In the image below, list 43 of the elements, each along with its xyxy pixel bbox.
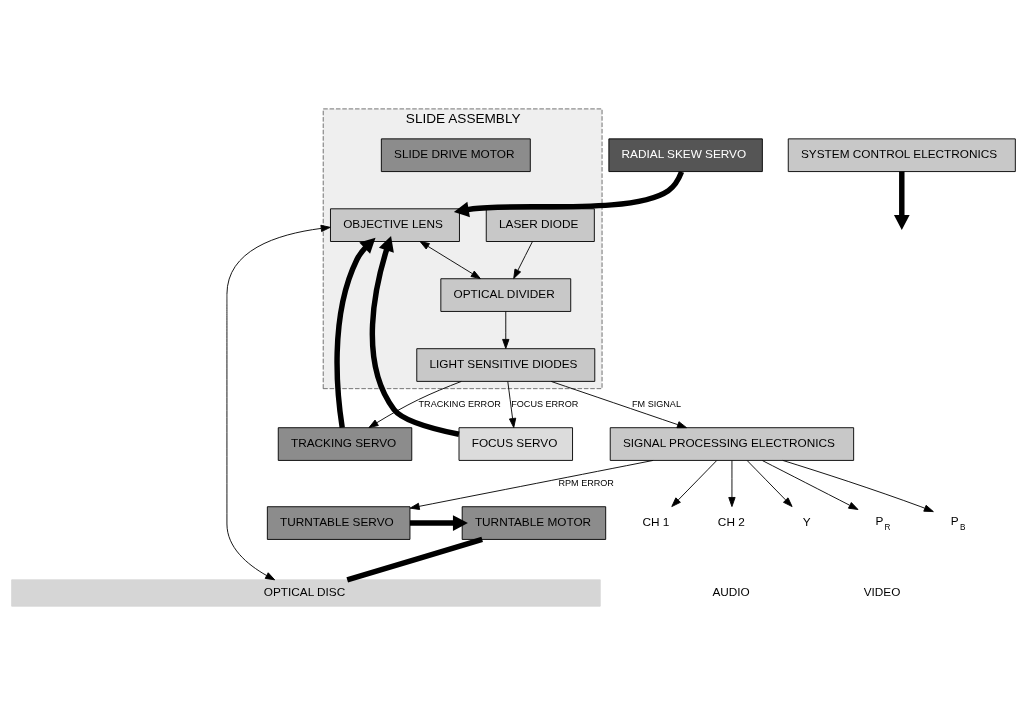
edge-label: TRACKING ERROR — [418, 398, 501, 409]
node-text: Y — [802, 515, 811, 530]
arrow — [893, 171, 910, 231]
arrow — [550, 381, 687, 429]
node-text: P$_{B}$ — [950, 514, 966, 532]
arrow — [409, 460, 654, 510]
arrow — [334, 237, 376, 429]
arrow — [453, 170, 685, 218]
arrow — [226, 224, 331, 581]
arrow — [513, 241, 533, 279]
arrow — [419, 241, 481, 279]
arrow — [762, 460, 859, 510]
arrow — [410, 515, 468, 531]
node-box: LIGHT SENSITIVE DIODES — [416, 348, 596, 382]
edge-label: RPM ERROR — [558, 477, 614, 488]
label: AUDIO — [712, 585, 750, 600]
arrow — [671, 460, 718, 508]
arrow — [502, 311, 510, 349]
node-box: RADIAL SKEW SERVO — [608, 138, 763, 173]
node-box: OPTICAL DIVIDER — [440, 278, 572, 312]
arrow — [507, 381, 517, 428]
node-box: TURNTABLE MOTOR — [461, 506, 607, 540]
label: VIDEO — [863, 585, 901, 600]
node-box: LASER DIODE — [485, 208, 595, 242]
arrow — [368, 381, 462, 429]
arrow — [782, 459, 934, 513]
node-text: CH 1 — [642, 515, 670, 530]
arrow — [746, 460, 793, 508]
node-box: SLIDE DRIVE MOTOR — [380, 138, 531, 173]
edge-label: FM SIGNAL — [632, 398, 681, 409]
node-text: CH 2 — [717, 515, 745, 530]
connector — [346, 536, 483, 583]
edge-label: FOCUS ERROR — [511, 398, 579, 409]
node-text: P$_{R}$ — [875, 514, 891, 532]
node-box: OBJECTIVE LENS — [330, 208, 460, 242]
node-box: OPTICAL DISC — [11, 579, 601, 607]
node-box: SYSTEM CONTROL ELECTRONICS — [787, 138, 1016, 173]
node-box: TURNTABLE SERVO — [266, 506, 411, 540]
node-box: TRACKING SERVO — [277, 427, 413, 461]
node-box: FOCUS SERVO — [458, 427, 573, 461]
node-box: SIGNAL PROCESSING ELECTRONICS — [609, 427, 855, 461]
arrow — [369, 236, 460, 437]
arrow — [728, 460, 736, 508]
